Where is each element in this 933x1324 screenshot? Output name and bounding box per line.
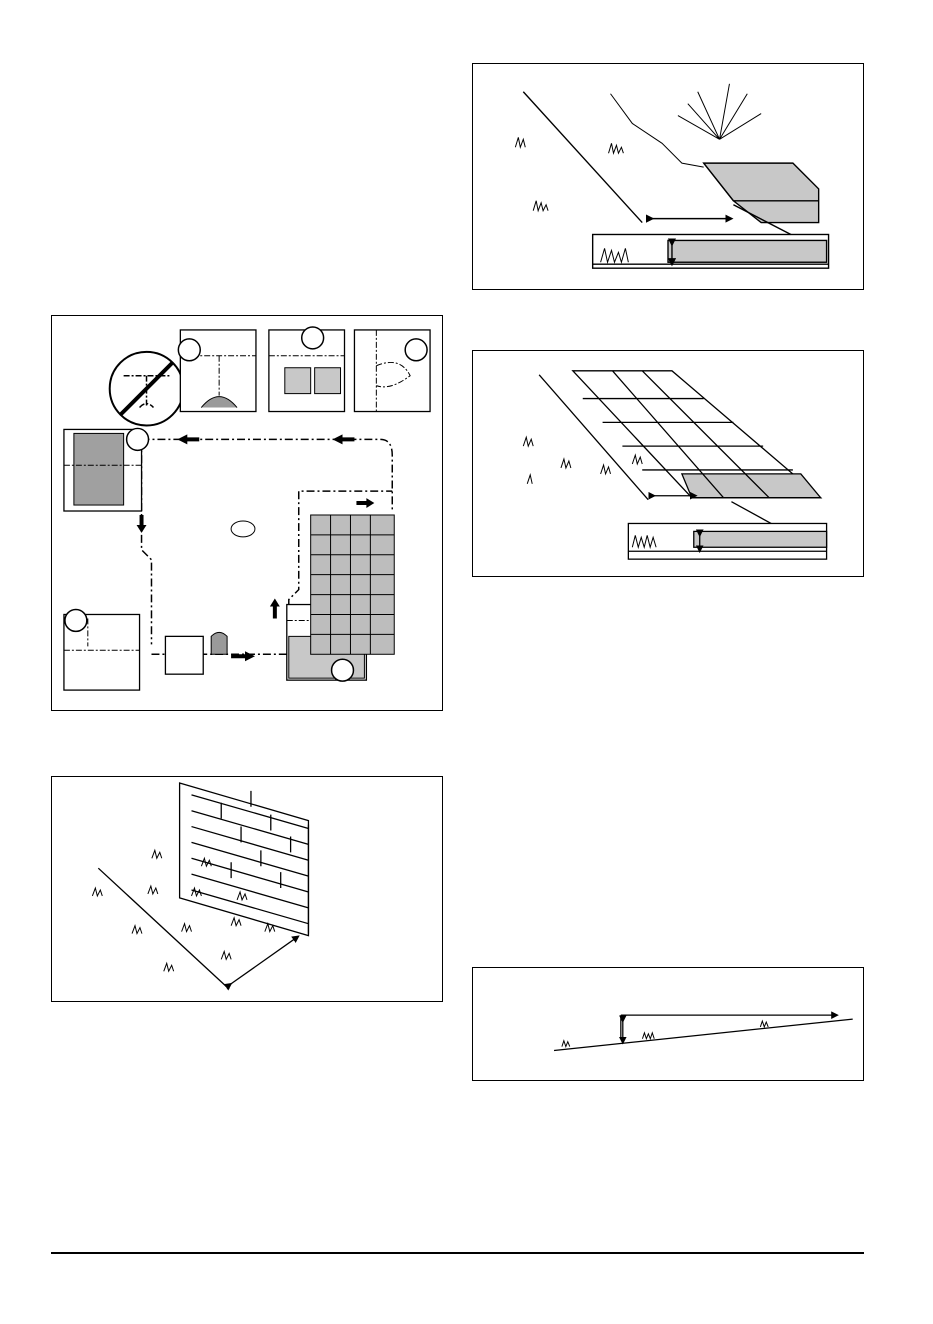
paving-illustration [473, 351, 863, 576]
arrow-right-icon [231, 651, 255, 661]
no-junction-sign-icon [110, 352, 184, 426]
mower-icon [231, 521, 255, 537]
footer-rule [51, 1252, 864, 1254]
boundary-wire-top [142, 439, 393, 511]
brick-wall [180, 783, 309, 936]
boundary-wire-layout-figure [51, 315, 443, 711]
arrow-left-icon [333, 434, 355, 444]
slope-illustration [473, 968, 863, 1080]
boundary-wire-left [142, 439, 152, 644]
charging-station-icon [211, 632, 227, 654]
layout-illustration [52, 316, 442, 710]
paved-path-boundary-figure [472, 350, 864, 577]
grass-tufts [562, 1021, 768, 1047]
arrow-down-icon [137, 515, 147, 533]
paving-grid [311, 515, 395, 654]
arrow-up-icon [270, 599, 280, 619]
inset-station [165, 636, 203, 674]
wall-illustration [52, 777, 442, 1001]
plant-icon [678, 84, 761, 140]
arrow-left-icon [177, 434, 199, 444]
arrow-right-icon [356, 498, 374, 508]
wall-boundary-figure [51, 776, 443, 1002]
flower-bed-boundary-figure [472, 63, 864, 290]
flower-bed-illustration [473, 64, 863, 289]
slope-boundary-figure [472, 967, 864, 1081]
